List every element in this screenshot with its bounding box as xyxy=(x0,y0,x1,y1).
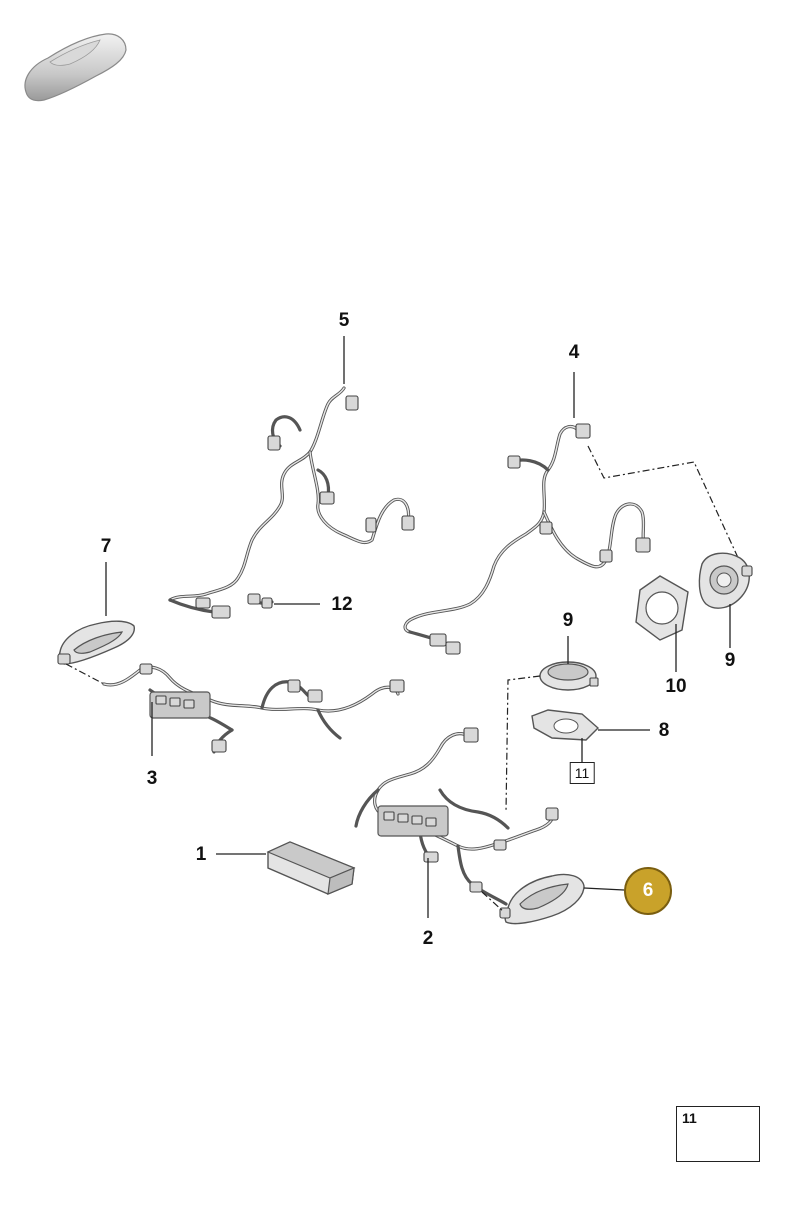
inset-11-number: 11 xyxy=(682,1110,697,1126)
callout-11-boxed[interactable]: 11 xyxy=(569,762,595,784)
seat-cushion-harness-3[interactable] xyxy=(102,663,405,754)
callout-6-highlighted[interactable]: 6 xyxy=(624,867,672,915)
seat-cushion-harness-2[interactable] xyxy=(354,727,559,906)
bracket-8[interactable] xyxy=(531,709,600,741)
connector-12[interactable] xyxy=(247,593,274,609)
callout-10[interactable]: 10 xyxy=(665,676,687,697)
car-silhouette-icon xyxy=(24,33,127,102)
housing-9-right[interactable] xyxy=(698,552,753,609)
gasket-10[interactable] xyxy=(635,575,689,641)
callout-3[interactable]: 3 xyxy=(146,768,158,789)
callout-1[interactable]: 1 xyxy=(195,844,207,865)
callout-5[interactable]: 5 xyxy=(338,310,350,331)
seat-backrest-harness-5[interactable] xyxy=(168,386,415,619)
callout-9-mid[interactable]: 9 xyxy=(562,610,574,631)
seat-switch-panel-7[interactable] xyxy=(57,620,135,665)
callout-4[interactable]: 4 xyxy=(568,342,580,363)
callout-2[interactable]: 2 xyxy=(422,928,434,949)
seat-backrest-harness-4[interactable] xyxy=(403,423,651,655)
housing-9-mid[interactable] xyxy=(539,661,599,691)
callout-12[interactable]: 12 xyxy=(331,594,353,615)
switch-cover-6[interactable] xyxy=(499,873,585,925)
control-unit-1[interactable] xyxy=(266,841,356,895)
callout-8[interactable]: 8 xyxy=(658,720,670,741)
callout-9-right[interactable]: 9 xyxy=(724,650,736,671)
inset-11[interactable]: 11 xyxy=(676,1106,760,1162)
callout-7[interactable]: 7 xyxy=(100,536,112,557)
